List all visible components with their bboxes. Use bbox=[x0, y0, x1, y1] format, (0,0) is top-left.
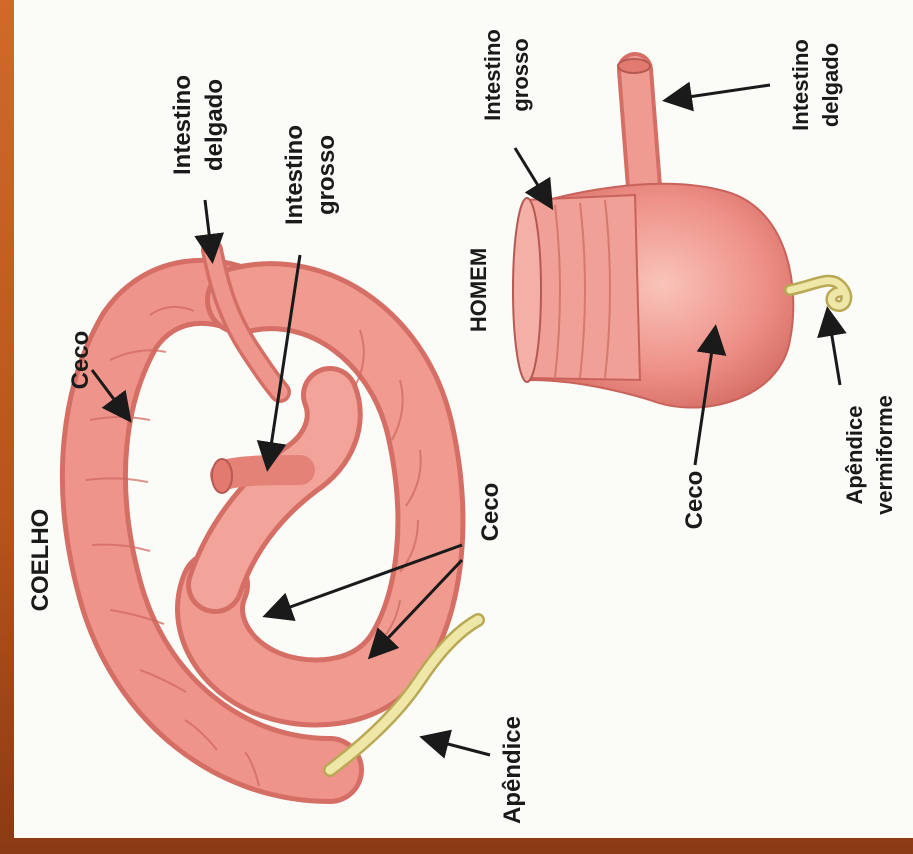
human-colon-opening bbox=[513, 198, 541, 382]
arrow-human-grosso bbox=[515, 148, 550, 205]
label-rabbit-intestino-grosso-1: Intestino bbox=[281, 125, 308, 225]
label-human-apendice-2: vermiforme bbox=[872, 395, 897, 515]
rabbit-intestine-group bbox=[86, 250, 478, 786]
human-small-intestine-opening bbox=[618, 59, 650, 73]
label-human-intestino-delgado-2: delgado bbox=[818, 43, 843, 127]
label-rabbit-intestino-delgado-2: delgado bbox=[201, 79, 228, 171]
rabbit-colon-tube bbox=[225, 470, 300, 475]
arrow-human-delgado bbox=[668, 85, 770, 100]
human-small-intestine-fill bbox=[635, 70, 645, 200]
title-coelho: COELHO bbox=[27, 509, 54, 612]
arrow-human-apendice bbox=[828, 312, 840, 385]
label-rabbit-ceco-right: Ceco bbox=[477, 483, 504, 542]
label-rabbit-ceco-top: Ceco bbox=[67, 331, 94, 390]
label-human-intestino-grosso-2: grosso bbox=[508, 38, 533, 111]
label-rabbit-intestino-delgado-1: Intestino bbox=[169, 75, 196, 175]
label-human-intestino-delgado-1: Intestino bbox=[788, 39, 813, 131]
label-human-ceco: Ceco bbox=[681, 471, 708, 530]
label-rabbit-apendice: Apêndice bbox=[499, 716, 526, 824]
label-rabbit-intestino-grosso-2: grosso bbox=[313, 135, 340, 215]
rabbit-colon-opening bbox=[212, 459, 232, 493]
label-human-intestino-grosso-1: Intestino bbox=[480, 29, 505, 121]
title-homem: HOMEM bbox=[466, 248, 491, 332]
arrow-rabbit-apendice bbox=[425, 738, 490, 755]
label-human-apendice-1: Apêndice bbox=[842, 405, 867, 504]
